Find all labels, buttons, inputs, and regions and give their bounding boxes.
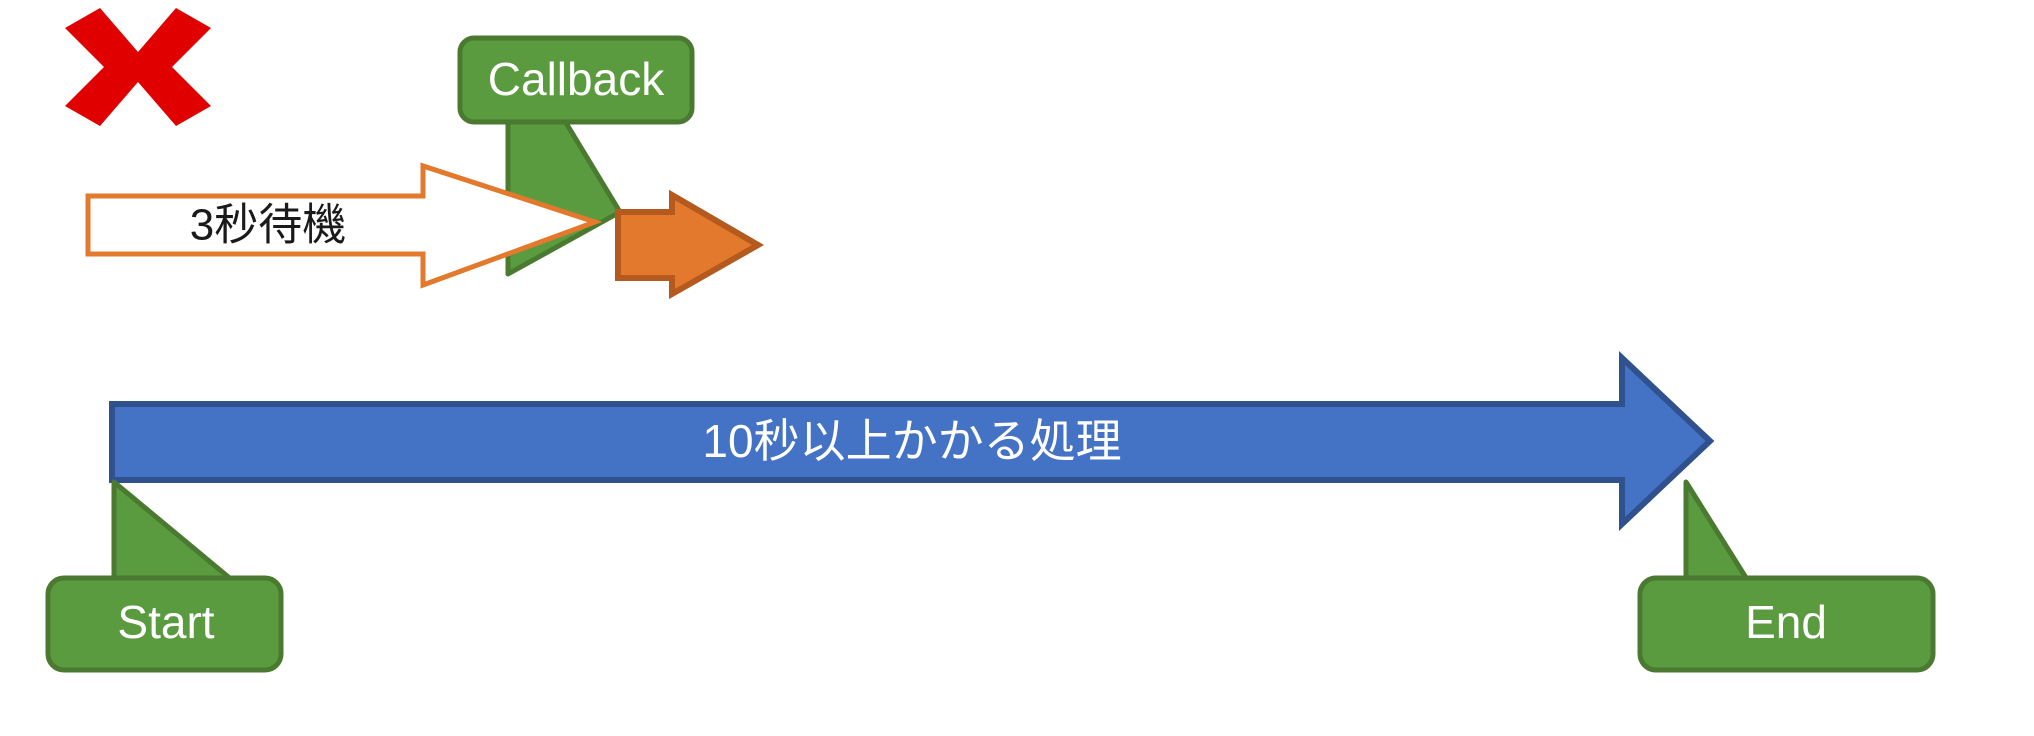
end-bubble-label: End [1745,596,1827,648]
start-bubble[interactable]: Start [45,479,284,673]
callback-fire-arrow[interactable] [615,189,765,300]
process-arrow[interactable]: 10秒以上かかる処理 [109,351,1715,531]
red-x-mark-icon [65,8,211,126]
start-bubble-label: Start [117,596,214,648]
end-bubble[interactable]: End [1637,479,1936,673]
wait-arrow-label: 3秒待機 [190,201,346,250]
process-arrow-label: 10秒以上かかる処理 [702,415,1121,467]
callback-bubble-label: Callback [488,53,665,105]
wait-arrow[interactable]: 3秒待機 [85,162,603,289]
